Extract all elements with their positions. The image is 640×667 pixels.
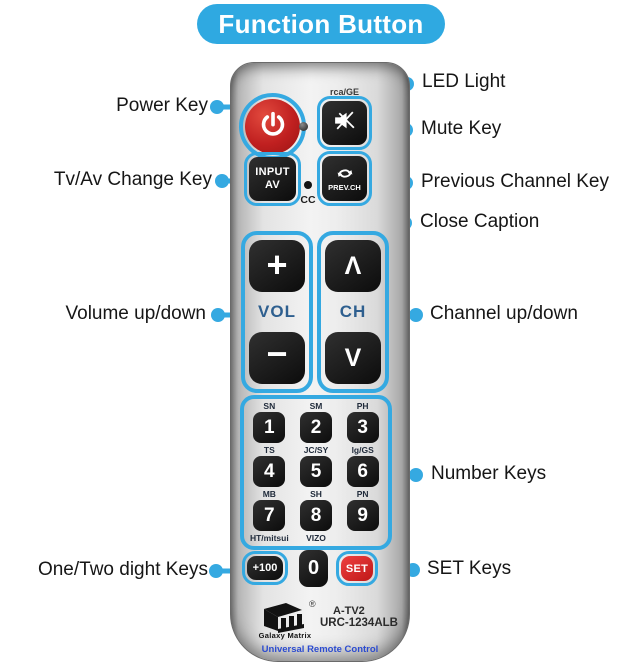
label-number-keys: Number Keys (431, 463, 547, 484)
bottom-tag-cell: HT/mitsui (246, 532, 293, 545)
power-button[interactable] (239, 93, 306, 160)
input-av-label-line1: INPUT (255, 166, 290, 179)
digit-0-button[interactable]: 0 (299, 550, 328, 587)
rca-ge-label: rca/GE (329, 87, 360, 97)
device-tag: lg/GS (351, 445, 374, 455)
mute-button[interactable] (317, 96, 372, 150)
label-one-two-digit-keys: One/Two dight Keys (37, 559, 208, 580)
channel-group: Λ CH V (317, 231, 389, 393)
bottom-tag-cell: VIZO (293, 532, 340, 545)
chevron-down-glyph: V (344, 343, 362, 372)
digit-2-button[interactable]: 2 (299, 412, 332, 443)
device-tag: SH (310, 489, 322, 499)
number-cell: lg/GS 6 (339, 444, 386, 488)
number-cell: TS 4 (246, 444, 293, 488)
label-volume-up-down: Volume up/down (65, 303, 207, 324)
device-tag: VIZO (306, 533, 326, 543)
number-cell: SM 2 (293, 400, 340, 444)
device-tag: JC/SY (303, 445, 329, 455)
label-set-keys: SET Keys (427, 558, 512, 579)
galaxy-matrix-logo-icon (258, 601, 310, 638)
cc-label: CC (300, 194, 316, 206)
remote-footer-text: Universal Remote Control (261, 644, 379, 655)
brand-name: Galaxy Matrix (258, 631, 312, 640)
number-cell: PN 9 (339, 488, 386, 532)
digit-3-button[interactable]: 3 (346, 412, 379, 443)
number-cell: SH 8 (293, 488, 340, 532)
digit-9-button[interactable]: 9 (346, 500, 379, 531)
device-tag: HT/mitsui (249, 533, 289, 543)
prev-ch-label: PREV.CH (328, 182, 361, 192)
set-label: SET (341, 556, 373, 581)
model-number: URC-1234ALB (320, 617, 398, 629)
device-tag: PH (356, 401, 369, 411)
vol-label: VOL (258, 302, 296, 321)
plus-100-button[interactable]: +100 (242, 551, 288, 585)
channel-down-button[interactable]: V (325, 332, 381, 384)
page-title: Function Button (218, 8, 424, 39)
device-tag: SN (263, 401, 276, 411)
chevron-up-glyph: Λ (344, 251, 362, 280)
led-light (299, 122, 308, 131)
volume-group: + VOL − (241, 231, 313, 393)
digit-8-button[interactable]: 8 (299, 500, 332, 531)
volume-down-button[interactable]: − (249, 332, 305, 384)
mute-icon (332, 108, 357, 138)
device-tag: SM (309, 401, 323, 411)
digit-1-button[interactable]: 1 (253, 412, 286, 443)
device-tag: PN (356, 489, 369, 499)
device-tag: MB (262, 489, 276, 499)
number-cell: JC/SY 5 (293, 444, 340, 488)
label-close-caption: Close Caption (420, 211, 540, 232)
close-caption-dot (304, 181, 312, 189)
digit-6-button[interactable]: 6 (346, 456, 379, 487)
label-tv-av-change-key: Tv/Av Change Key (53, 169, 212, 190)
bottom-tag-cell (339, 532, 386, 545)
minus-glyph: − (266, 333, 288, 374)
registered-mark: ® (309, 599, 316, 609)
digit-7-button[interactable]: 7 (253, 500, 286, 531)
plus-glyph: + (266, 243, 288, 285)
refresh-arrows-icon (336, 166, 354, 183)
plus-100-label: +100 (247, 556, 283, 580)
label-led-light: LED Light (422, 71, 506, 92)
previous-channel-button[interactable]: PREV.CH (317, 151, 372, 206)
device-tag: TS (263, 445, 275, 455)
number-pad: SN 1 SM 2 PH 3 TS 4 JC/SY 5 lg/GS 6 MB 7… (240, 395, 392, 550)
label-channel-up-down: Channel up/down (430, 303, 578, 324)
label-previous-channel-key: Previous Channel Key (421, 171, 609, 192)
label-power-key: Power Key (116, 95, 208, 116)
power-icon (259, 110, 287, 143)
digit-4-button[interactable]: 4 (253, 456, 286, 487)
digit-5-button[interactable]: 5 (299, 456, 332, 487)
title-banner: Function Button (197, 4, 445, 44)
volume-up-button[interactable]: + (249, 240, 305, 292)
number-cell: PH 3 (339, 400, 386, 444)
label-mute-key: Mute Key (421, 118, 502, 139)
number-cell: MB 7 (246, 488, 293, 532)
input-av-button[interactable]: INPUT AV (244, 152, 301, 206)
set-button[interactable]: SET (336, 551, 378, 586)
channel-up-button[interactable]: Λ (325, 240, 381, 292)
model-name: A-TV2 (333, 605, 365, 617)
number-cell: SN 1 (246, 400, 293, 444)
ch-label: CH (339, 302, 367, 321)
input-av-label-line2: AV (264, 179, 281, 191)
